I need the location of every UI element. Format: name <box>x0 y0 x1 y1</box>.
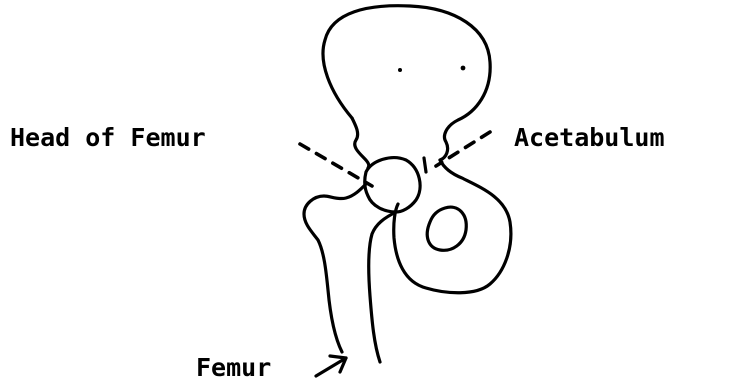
hip-notch-left <box>352 118 369 168</box>
ilium-outline <box>323 6 490 160</box>
obturator-foramen <box>427 207 466 250</box>
label-femur: Femur <box>196 353 271 381</box>
head-of-femur-leader <box>300 144 372 186</box>
acetabulum-tick <box>424 158 426 172</box>
label-head-of-femur: Head of Femur <box>10 123 206 152</box>
femur-shaft-left <box>304 184 366 352</box>
ilium-dot-2 <box>461 66 466 71</box>
femur-shaft-right <box>369 212 396 362</box>
lower-pelvis-outline <box>394 160 511 293</box>
ilium-dot-1 <box>398 68 402 72</box>
label-acetabulum: Acetabulum <box>514 123 665 152</box>
